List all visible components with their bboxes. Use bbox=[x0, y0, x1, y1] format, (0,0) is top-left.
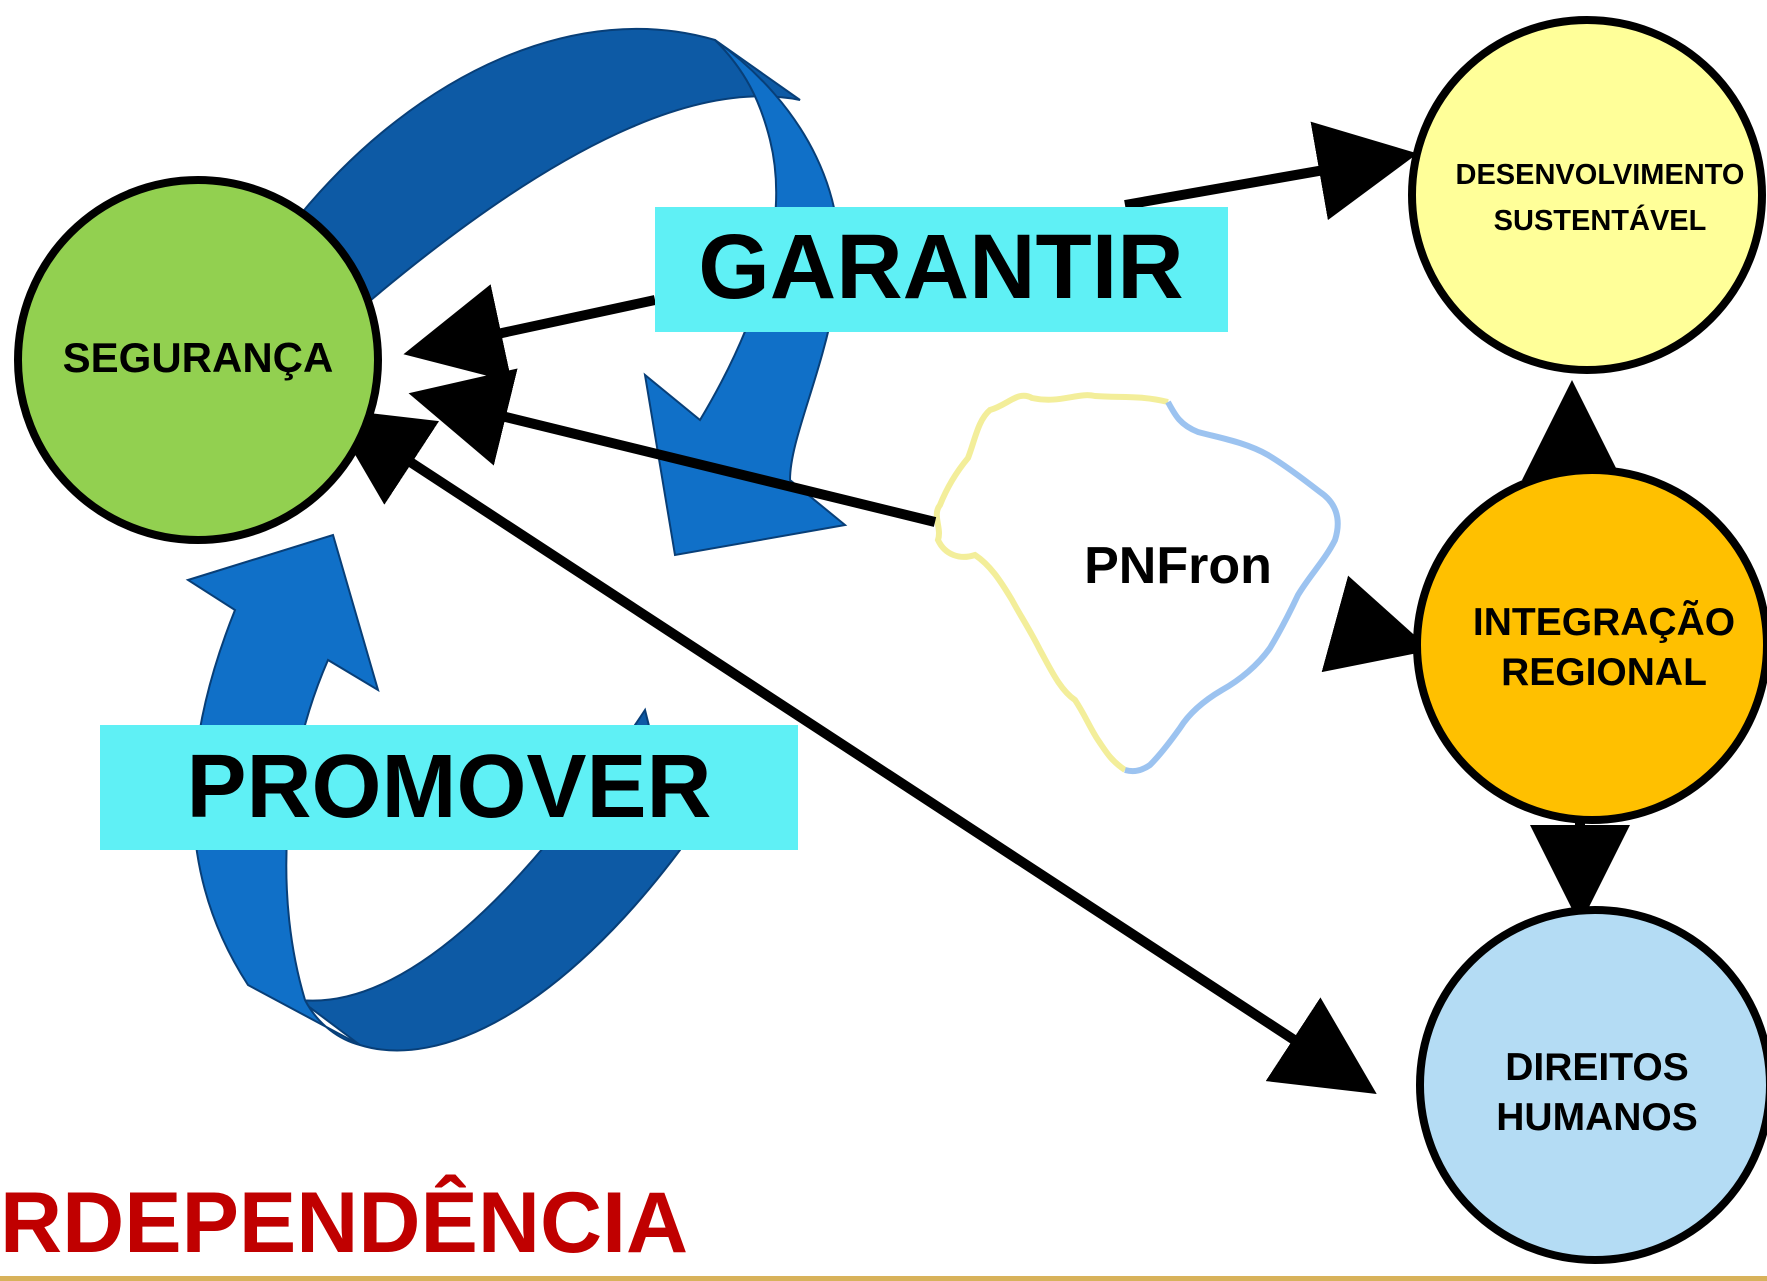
garantir-box-bg bbox=[655, 207, 1228, 332]
desenvolvimento-circle bbox=[1408, 16, 1766, 374]
node-integracao: INTEGRAÇÃO REGIONAL bbox=[1413, 466, 1767, 824]
seguranca-circle bbox=[14, 176, 382, 544]
arrow-to-seguranca-from-garantir bbox=[403, 284, 657, 383]
integracao-line1: INTEGRAÇÃO bbox=[1473, 600, 1735, 644]
bottom-rule bbox=[0, 1276, 1767, 1281]
upper-arrow-back bbox=[298, 27, 801, 307]
node-seguranca: SEGURANÇA bbox=[14, 176, 382, 544]
interdependencia-title: RDEPENDÊNCIA bbox=[0, 1175, 688, 1271]
seguranca-label: SEGURANÇA bbox=[63, 334, 334, 381]
desenvolvimento-line2: SUSTENTÁVEL bbox=[1494, 203, 1707, 237]
node-desenvolvimento: DESENVOLVIMENTO SUSTENTÁVEL bbox=[1408, 16, 1766, 374]
integracao-line2: REGIONAL bbox=[1501, 651, 1707, 694]
node-direitos: DIREITOS HUMANOS bbox=[1416, 906, 1767, 1264]
pnfron-label: PNFron bbox=[1084, 537, 1272, 595]
garantir-box: GARANTIR bbox=[655, 207, 1228, 332]
garantir-label: GARANTIR bbox=[698, 216, 1184, 318]
brazil-map: PNFron bbox=[933, 392, 1341, 775]
desenvolvimento-line1: DESENVOLVIMENTO bbox=[1456, 159, 1745, 191]
direitos-line2: HUMANOS bbox=[1496, 1096, 1698, 1139]
connectors bbox=[328, 121, 1630, 1094]
promover-box-bg bbox=[100, 725, 798, 850]
direitos-line1: DIREITOS bbox=[1505, 1046, 1688, 1089]
promover-label: PROMOVER bbox=[186, 737, 711, 837]
arrow-seguranca-direitos-bidirectional bbox=[328, 408, 1377, 1094]
direitos-circle bbox=[1416, 906, 1767, 1264]
arrow-pnfron-to-integracao bbox=[1321, 575, 1432, 673]
promover-box: PROMOVER bbox=[100, 725, 798, 850]
integracao-circle bbox=[1413, 466, 1767, 824]
arrow-garantir-to-desenvolvimento bbox=[1124, 121, 1418, 221]
